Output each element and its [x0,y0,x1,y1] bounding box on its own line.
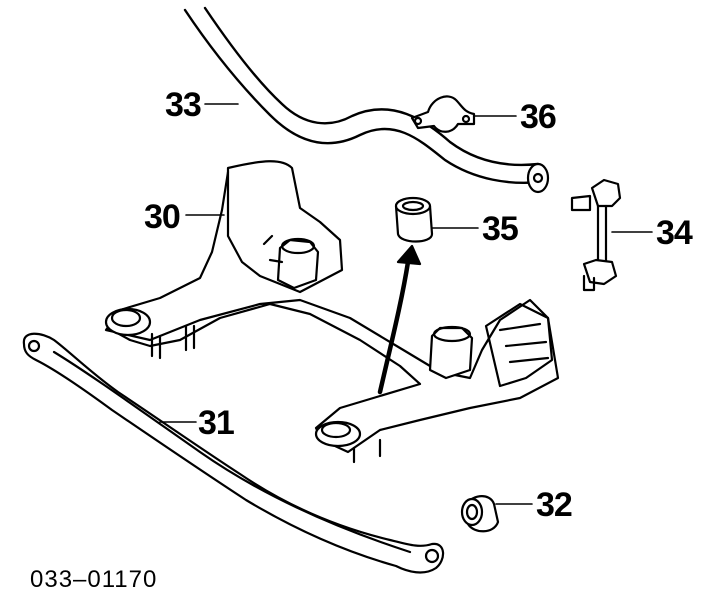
callout-36: 36 [520,98,557,136]
install-arrow [377,244,422,395]
stabilizer-bar-bracket [410,95,476,133]
callout-34: 34 [656,214,693,252]
callout-31: 31 [198,404,235,442]
leader-lines [159,103,653,505]
diagram-code: 033–01170 [30,566,158,593]
callout-32: 32 [536,486,573,524]
callout-30: 30 [144,198,181,236]
lower-control-arm [22,332,445,574]
bushing-small [460,495,500,533]
callout-35: 35 [482,210,519,248]
stabilizer-link [570,178,622,292]
front-subframe [104,160,560,464]
callout-33: 33 [165,86,202,124]
stabilizer-bushing-large [394,196,434,243]
stabilizer-bar [183,6,550,194]
